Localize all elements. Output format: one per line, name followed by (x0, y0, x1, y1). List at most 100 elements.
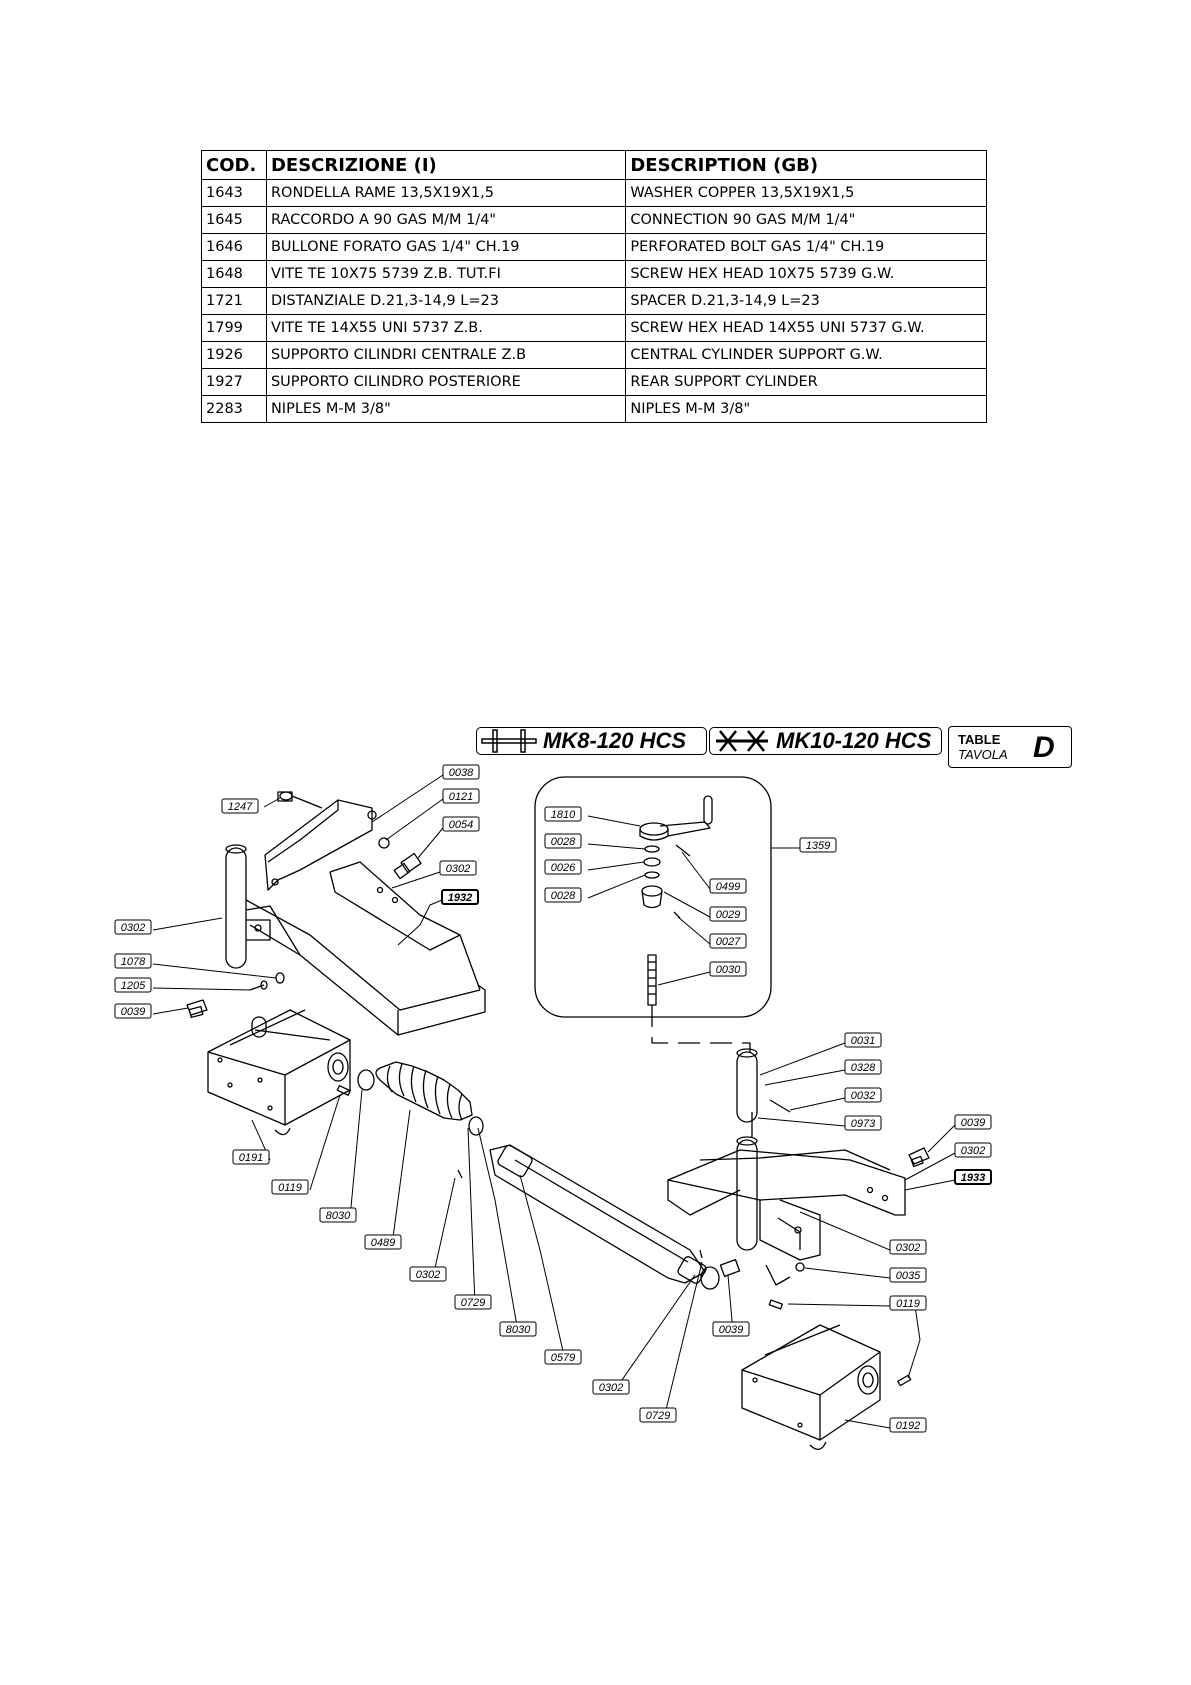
nut-0121 (378, 837, 390, 849)
cell-code: 2283 (201, 395, 267, 423)
part-label-box (454, 1294, 492, 1310)
part-label-text: 8030 (506, 1324, 531, 1336)
part-label-box (889, 1417, 927, 1433)
part-label-box (709, 878, 747, 894)
part-label: 0038 (442, 764, 480, 780)
part-label: 0028 (544, 833, 582, 849)
part-label-text: 0328 (851, 1062, 876, 1074)
part-label-box (319, 1207, 357, 1223)
bushing-0029 (641, 885, 663, 909)
part-label-text: 0030 (716, 964, 741, 976)
part-label-box (499, 1321, 537, 1337)
part-label: 0489 (364, 1234, 402, 1250)
part-label-text: 0038 (449, 767, 474, 779)
pin-0499 (675, 844, 691, 857)
part-label: 8030 (319, 1207, 357, 1223)
part-label: 1247 (221, 798, 259, 814)
nut-0035 (795, 1262, 805, 1272)
part-label-box (221, 798, 259, 814)
leader-lines (152, 774, 956, 1429)
part-label-box (544, 833, 582, 849)
washer-0028-top (644, 845, 660, 853)
ring-8030-left (357, 1069, 375, 1091)
part-label-box (954, 1169, 992, 1185)
part-label-text: 1247 (228, 801, 253, 813)
part-label: 0192 (889, 1417, 927, 1433)
cell-description-it: DISTANZIALE D.21,3-14,9 L=23 (265, 287, 627, 315)
part-label-text: 0027 (716, 936, 741, 948)
part-label-box (592, 1379, 630, 1395)
key-0119-right (768, 1299, 783, 1310)
cell-description-it: RACCORDO A 90 GAS M/M 1/4" (265, 206, 627, 234)
part-label-text: 0026 (551, 862, 576, 874)
part-label-box (364, 1234, 402, 1250)
part-label-text: 0302 (896, 1242, 920, 1254)
cell-description-gb: CONNECTION 90 GAS M/M 1/4" (625, 206, 987, 234)
cell-description-gb: CENTRAL CYLINDER SUPPORT G.W. (625, 341, 987, 369)
bolt-1205 (249, 980, 268, 991)
model-badge-mk10: MK10-120 HCS (709, 727, 942, 755)
key-0119-left (336, 1085, 351, 1096)
shaft-0579 (489, 1144, 720, 1290)
part-label-box (232, 1149, 270, 1165)
part-label-box (709, 961, 747, 977)
part-label-text: 0302 (446, 863, 470, 875)
part-label-box (409, 1266, 447, 1282)
part-label-box (889, 1239, 927, 1255)
pin-0302-mid (457, 1169, 463, 1179)
part-label-box (114, 953, 152, 969)
part-label: 1359 (799, 837, 837, 853)
part-label-box (442, 788, 480, 804)
part-label: 0328 (844, 1059, 882, 1075)
part-label: 0302 (954, 1142, 992, 1158)
part-label: 0121 (442, 788, 480, 804)
part-label-text: 0039 (121, 1006, 145, 1018)
header-cod: COD. (201, 150, 267, 180)
part-label-text: 0039 (719, 1324, 743, 1336)
header-descrizione: DESCRIZIONE (I) (265, 150, 627, 180)
cell-description-it: SUPPORTO CILINDRO POSTERIORE (265, 368, 627, 396)
part-label-text: 0028 (551, 890, 576, 902)
part-label-box (799, 837, 837, 853)
plug-0039 (186, 999, 208, 1019)
part-label-text: 0028 (551, 836, 576, 848)
part-label: 0039 (954, 1114, 992, 1130)
crank-handle-1810 (639, 795, 713, 841)
part-label-box (114, 1003, 152, 1019)
part-label-text: 1810 (551, 809, 576, 821)
part-label-text: 0302 (961, 1145, 985, 1157)
part-label-text: 0039 (961, 1117, 985, 1129)
dashed-link (651, 1005, 751, 1053)
cell-description-it: RONDELLA RAME 13,5X19X1,5 (265, 179, 627, 207)
part-label: 0302 (889, 1239, 927, 1255)
part-label-text: 0489 (371, 1237, 395, 1249)
cell-description-it: NIPLES M-M 3/8" (265, 395, 627, 423)
part-label-text: 1359 (806, 840, 830, 852)
part-label-box (544, 806, 582, 822)
washer-1078 (275, 972, 285, 984)
cell-description-gb: SCREW HEX HEAD 10X75 5739 G.W. (625, 260, 987, 288)
part-label: 0029 (709, 906, 747, 922)
part-label: 0729 (639, 1407, 677, 1423)
part-label-text: 0054 (449, 819, 473, 831)
part-label-text: 0032 (851, 1090, 875, 1102)
part-label-text: 0302 (599, 1382, 623, 1394)
washer-0028-bottom (644, 871, 660, 879)
table-label-en: TABLE (958, 732, 1001, 747)
part-label-box (844, 1059, 882, 1075)
part-label-box (544, 859, 582, 875)
part-label-box (709, 933, 747, 949)
part-label: 0054 (442, 816, 480, 832)
part-label-box (114, 977, 152, 993)
part-label-box (954, 1142, 992, 1158)
pin-0027 (673, 911, 681, 919)
part-label: 0973 (844, 1115, 882, 1131)
part-label-box (639, 1407, 677, 1423)
table-header-row: COD. DESCRIZIONE (I) DESCRIPTION (GB) (201, 150, 987, 180)
part-label: 1078 (114, 953, 152, 969)
ring-0729-left (468, 1116, 484, 1136)
